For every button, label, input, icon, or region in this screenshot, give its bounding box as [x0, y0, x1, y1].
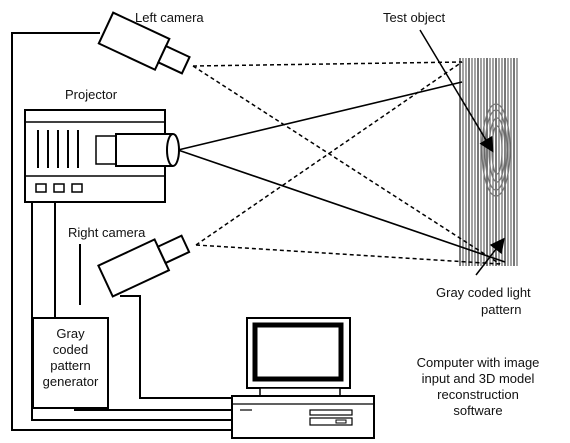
generator-label-line: generator — [42, 374, 99, 389]
left-camera-label: Left camera — [135, 10, 204, 25]
projection-rays — [177, 81, 506, 263]
camera-icon — [97, 11, 191, 75]
right-camera-label: Right camera — [68, 225, 146, 240]
computer-label: Computer with image input and 3D model r… — [393, 355, 563, 419]
pattern-label-line2: pattern — [481, 302, 521, 317]
pattern-generator-box — [32, 317, 109, 409]
computer-label-line: Computer with image — [416, 355, 540, 370]
annotation-arrows — [419, 29, 505, 276]
projector-icon — [24, 109, 180, 203]
generator-label: Gray coded pattern generator — [33, 326, 108, 390]
computer-label-line: software — [453, 403, 503, 418]
desktop-computer-icon — [231, 317, 375, 439]
camera-icon — [97, 234, 191, 298]
generator-label-line: pattern — [50, 358, 91, 373]
generator-label-line: coded — [52, 342, 89, 357]
generator-label-line: Gray — [56, 326, 85, 341]
stripe-pattern — [459, 58, 518, 266]
computer-label-line: input and 3D model — [421, 371, 535, 386]
projector-label: Projector — [65, 87, 118, 102]
pattern-label-line1: Gray coded light — [436, 285, 531, 300]
camera-view-rays — [192, 61, 501, 265]
test-object-label: Test object — [383, 10, 446, 25]
computer-label-line: reconstruction — [437, 387, 519, 402]
